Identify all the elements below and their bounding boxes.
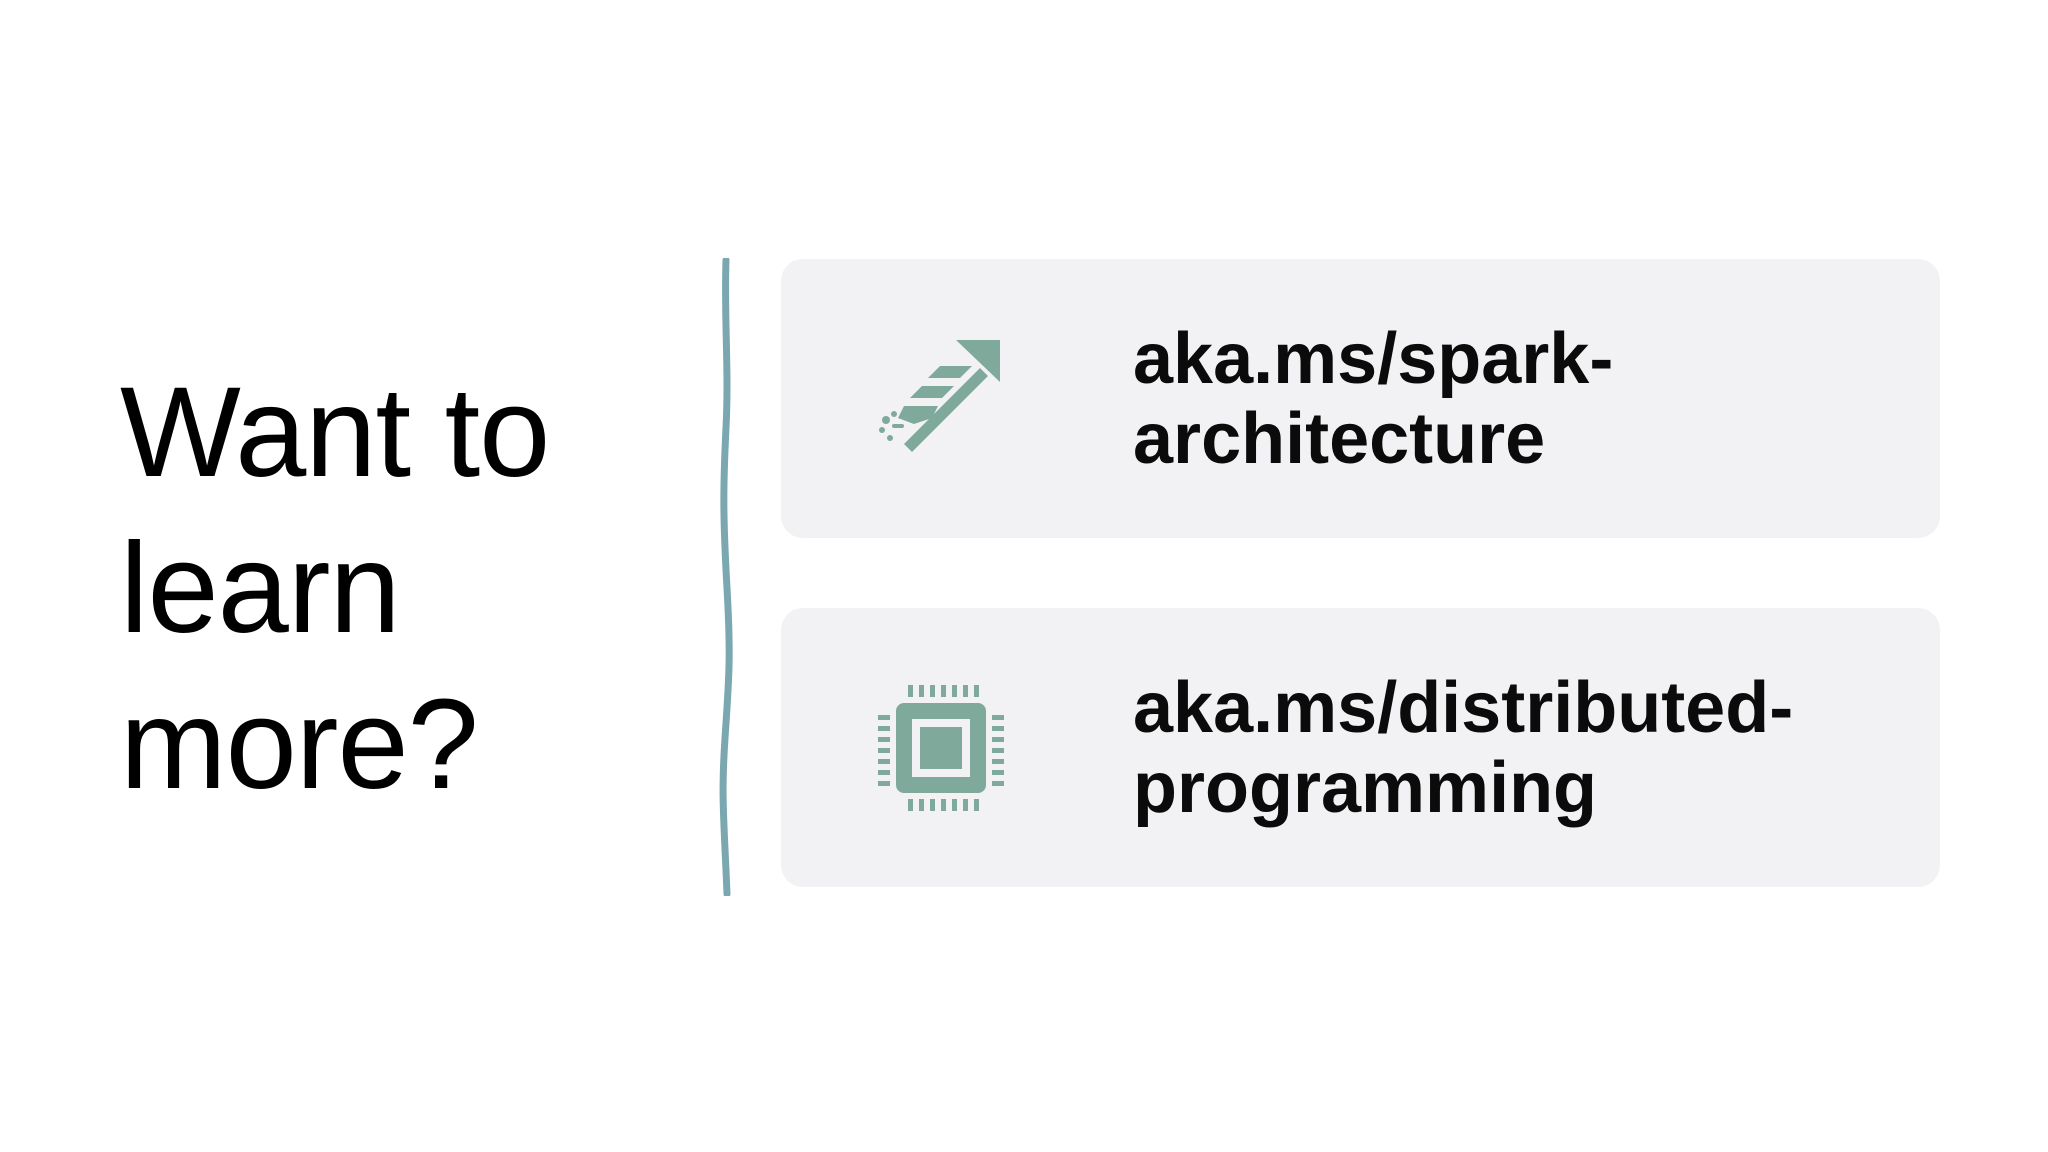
link-line-2: architecture [1133,399,1546,479]
distributed-programming-link-card[interactable]: aka.ms/distributed- programming [781,608,1940,887]
link-line-1: aka.ms/spark- [1133,319,1614,399]
link-line-2: programming [1133,748,1598,828]
spark-rocket-icon [879,340,1000,452]
slide-heading: Want to learn more? [120,355,680,823]
heading-line-1: Want to [120,361,550,504]
cpu-chip-icon [878,685,1004,811]
heading-line-3: more? [120,673,479,816]
link-line-1: aka.ms/distributed- [1133,668,1794,748]
heading-line-2: learn [120,517,401,660]
spark-architecture-link-text: aka.ms/spark- architecture [1133,319,1913,479]
spark-architecture-link-card[interactable]: aka.ms/spark- architecture [781,259,1940,538]
distributed-programming-link-text: aka.ms/distributed- programming [1133,668,1913,828]
vertical-divider [719,258,733,896]
